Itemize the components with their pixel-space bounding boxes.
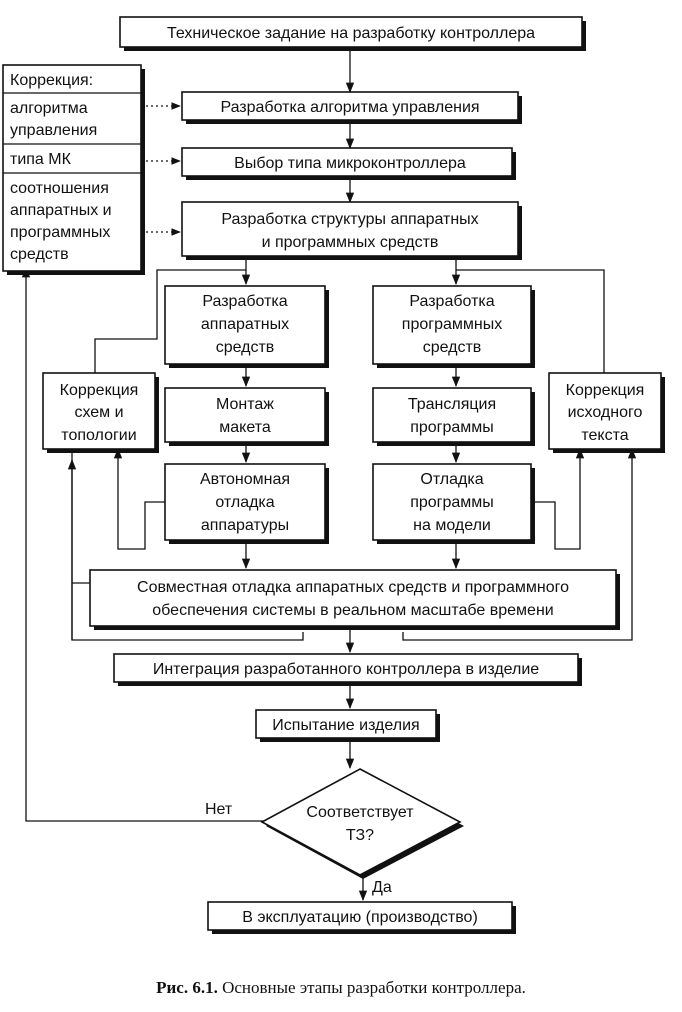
node-hw-debug: Автономная отладка аппаратуры <box>164 463 329 544</box>
node-tz: Техническое задание на разработку контро… <box>119 16 586 51</box>
node-hw-debug-line2: отладка <box>215 494 274 511</box>
node-hw-dev: Разработка аппаратных средств <box>164 285 329 368</box>
node-corr-schemes-line2: схем и <box>74 404 123 421</box>
node-mockup: Монтаж макета <box>164 387 329 446</box>
caption-label: Рис. 6.1. <box>156 978 218 997</box>
node-corr-schemes: Коррекция схем и топологии <box>42 372 159 453</box>
node-sw-debug-line1: Отладка <box>420 471 483 488</box>
node-hw-dev-line2: аппаратных <box>201 316 289 333</box>
node-hw-dev-line3: средств <box>216 339 275 356</box>
node-production-text: В эксплуатацию (производство) <box>242 909 478 926</box>
correction-panel: Коррекция: алгоритма управления типа МК … <box>2 64 145 275</box>
node-corr-schemes-line1: Коррекция <box>60 382 139 399</box>
node-algorithm: Разработка алгоритма управления <box>181 91 522 124</box>
connectors <box>21 50 637 902</box>
correction-ratio-line1: соотношения <box>10 180 109 197</box>
node-translation: Трансляция программы <box>372 387 535 446</box>
node-sw-dev-line2: программных <box>402 316 502 333</box>
node-decision-line2: ТЗ? <box>346 827 374 844</box>
node-sw-debug: Отладка программы на модели <box>372 463 535 544</box>
node-decision: Соответствует ТЗ? <box>260 768 464 879</box>
correction-ratio-line2: аппаратных и <box>10 202 112 219</box>
node-algorithm-text: Разработка алгоритма управления <box>220 99 479 116</box>
figure-caption: Рис. 6.1. Основные этапы разработки конт… <box>156 978 526 997</box>
edge-label-yes: Да <box>372 879 392 896</box>
node-hw-dev-line1: Разработка <box>202 293 287 310</box>
node-hw-debug-line1: Автономная <box>200 471 290 488</box>
node-joint-debug-line1: Совместная отладка аппаратных средств и … <box>137 579 569 596</box>
node-translation-line2: программы <box>410 419 494 436</box>
node-mk-choice: Выбор типа микроконтроллера <box>181 147 516 180</box>
node-mockup-line1: Монтаж <box>216 396 274 413</box>
correction-algorithm-line2: управления <box>10 122 97 139</box>
correction-ratio-line4: средств <box>10 246 69 263</box>
node-integration: Интеграция разработанного контроллера в … <box>113 653 582 686</box>
node-joint-debug: Совместная отладка аппаратных средств и … <box>89 569 620 630</box>
node-testing: Испытание изделия <box>255 709 440 742</box>
node-hw-debug-line3: аппаратуры <box>201 517 289 534</box>
caption-text: Основные этапы разработки контроллера. <box>218 978 526 997</box>
node-testing-text: Испытание изделия <box>272 717 419 734</box>
node-sw-debug-line2: программы <box>410 494 494 511</box>
correction-header: Коррекция: <box>10 72 93 89</box>
node-mockup-line2: макета <box>219 419 271 436</box>
node-structure: Разработка структуры аппаратных и програ… <box>181 201 522 260</box>
node-sw-debug-line3: на модели <box>413 517 491 534</box>
node-production: В эксплуатацию (производство) <box>207 901 516 934</box>
correction-algorithm-line1: алгоритма <box>10 100 88 117</box>
node-corr-schemes-line3: топологии <box>61 427 136 444</box>
node-joint-debug-line2: обеспечения системы в реальном масштабе … <box>152 602 553 619</box>
node-sw-dev-line1: Разработка <box>409 293 494 310</box>
node-mk-choice-text: Выбор типа микроконтроллера <box>234 155 466 172</box>
node-corr-source-line3: текста <box>581 427 628 444</box>
correction-ratio-line3: программных <box>10 224 110 241</box>
node-integration-text: Интеграция разработанного контроллера в … <box>153 661 539 678</box>
node-structure-line1: Разработка структуры аппаратных <box>221 211 478 228</box>
node-tz-text: Техническое задание на разработку контро… <box>167 25 535 42</box>
edge-label-no: Нет <box>205 801 233 818</box>
node-corr-source-line1: Коррекция <box>566 382 645 399</box>
node-sw-dev: Разработка программных средств <box>372 285 535 368</box>
node-corr-source: Коррекция исходного текста <box>548 372 665 453</box>
node-translation-line1: Трансляция <box>408 396 496 413</box>
node-decision-line1: Соответствует <box>306 804 414 821</box>
correction-mk: типа МК <box>10 151 72 168</box>
node-sw-dev-line3: средств <box>423 339 482 356</box>
node-structure-line2: и программных средств <box>262 234 439 251</box>
node-corr-source-line2: исходного <box>568 404 643 421</box>
